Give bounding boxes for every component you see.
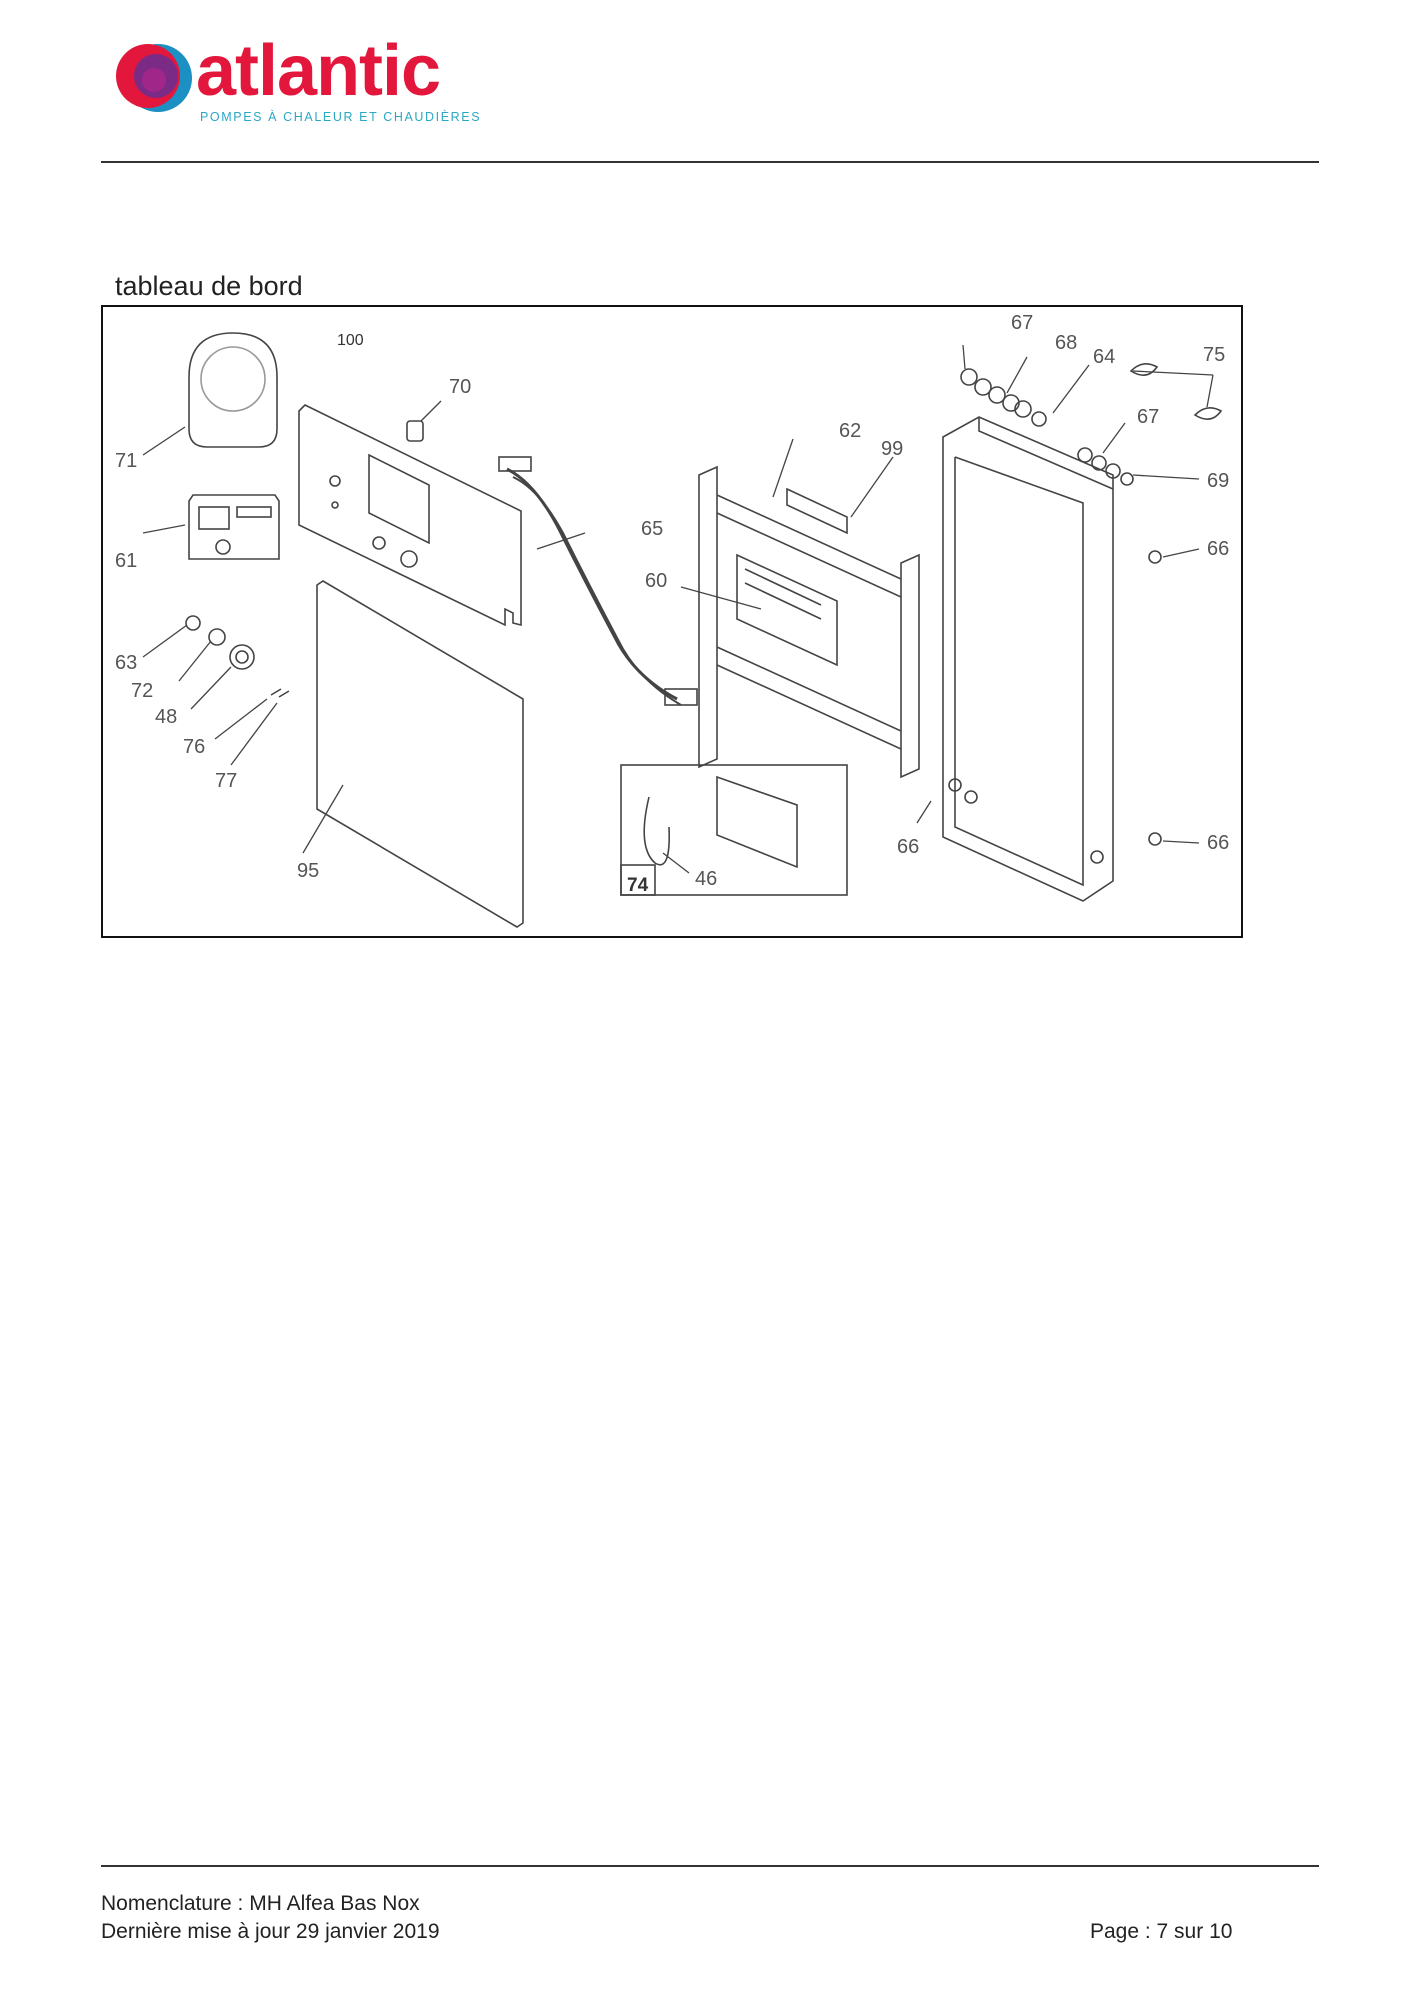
section-title: tableau de bord <box>115 271 303 301</box>
part-cable-glands <box>960 368 1134 486</box>
label-66-bottom: 66 <box>897 836 919 858</box>
label-48: 48 <box>155 706 177 728</box>
brand-logo: atlantic POMPES À CHALEUR ET CHAUDIÈRES <box>112 31 492 132</box>
part-front-panel <box>298 404 522 627</box>
footer-divider <box>101 1865 1319 1867</box>
part-terminal-block <box>786 487 848 535</box>
footer-last-update: Dernière mise à jour 29 janvier 2019 <box>101 1920 440 1943</box>
part-rear-panel <box>316 580 524 928</box>
part-knob-72 <box>208 628 226 646</box>
label-46: 46 <box>695 868 717 890</box>
part-knob-63 <box>185 615 201 631</box>
atlantic-logo-icon <box>116 44 192 112</box>
label-75: 75 <box>1203 344 1225 366</box>
footer-nomenclature: Nomenclature : MH Alfea Bas Nox <box>101 1892 420 1915</box>
label-70: 70 <box>449 376 471 398</box>
part-din-rail <box>698 465 718 769</box>
footer-page-number: Page : 7 sur 10 <box>1090 1920 1233 1943</box>
label-99: 99 <box>881 438 903 460</box>
part-cover-dome <box>188 332 278 448</box>
part-cabinet <box>942 416 1114 902</box>
part-switch-70 <box>406 420 424 442</box>
label-95: 95 <box>297 860 319 882</box>
brand-tagline: POMPES À CHALEUR ET CHAUDIÈRES <box>200 110 482 124</box>
label-64: 64 <box>1093 346 1115 368</box>
label-60: 60 <box>645 570 667 592</box>
label-67-mid: 67 <box>1137 406 1159 428</box>
label-71: 71 <box>115 450 137 472</box>
label-66-lower-right: 66 <box>1207 832 1229 854</box>
part-cable-clamps <box>1129 363 1223 420</box>
header-divider <box>101 161 1319 163</box>
parts-drawing: 100 70 71 61 63 72 48 76 77 95 65 62 99 … <box>115 312 1229 928</box>
part-kit-inset <box>620 764 848 896</box>
label-68: 68 <box>1055 332 1077 354</box>
exploded-parts-diagram: 100 70 71 61 63 72 48 76 77 95 65 62 99 … <box>101 305 1243 938</box>
brand-name: atlantic <box>196 31 441 111</box>
label-100: 100 <box>337 332 364 349</box>
label-66-right: 66 <box>1207 538 1229 560</box>
label-61: 61 <box>115 550 137 572</box>
leader-lines <box>142 344 1214 874</box>
label-74: 74 <box>627 875 649 896</box>
label-76: 76 <box>183 736 205 758</box>
part-fuse-76 <box>270 688 290 698</box>
label-77: 77 <box>215 770 237 792</box>
part-dial-48 <box>229 644 255 670</box>
part-control-unit <box>188 494 280 560</box>
label-65: 65 <box>641 518 663 540</box>
label-69: 69 <box>1207 470 1229 492</box>
label-62: 62 <box>839 420 861 442</box>
part-control-board <box>736 553 838 667</box>
label-63: 63 <box>115 652 137 674</box>
part-grommet <box>1148 550 1162 564</box>
label-67-top: 67 <box>1011 312 1033 334</box>
label-72: 72 <box>131 680 153 702</box>
